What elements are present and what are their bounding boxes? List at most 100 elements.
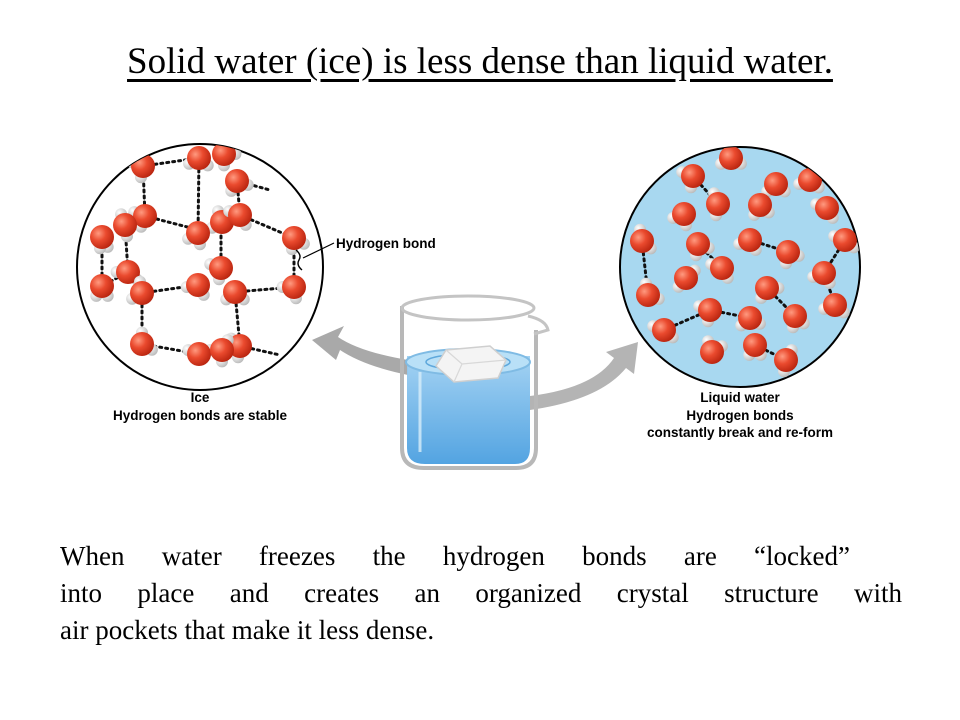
oxygen-atom: [748, 193, 772, 217]
oxygen-atom: [812, 261, 836, 285]
oxygen-atom: [719, 147, 743, 170]
oxygen-atom: [113, 213, 137, 237]
water-molecule: [113, 208, 137, 243]
oxygen-atom: [681, 164, 705, 188]
oxygen-atom: [636, 283, 660, 307]
water-molecule: [220, 280, 250, 306]
water-molecule: [807, 261, 836, 289]
water-molecule: [733, 228, 762, 256]
oxygen-atom: [833, 228, 857, 252]
ice-circle: [76, 143, 324, 391]
water-molecule: [636, 277, 665, 307]
oxygen-atom: [209, 256, 233, 280]
water-molecule: [686, 232, 715, 262]
water-molecule: [630, 223, 657, 255]
water-molecule: [182, 221, 210, 251]
oxygen-atom: [90, 225, 114, 249]
oxygen-atom: [210, 338, 234, 362]
water-molecule: [282, 226, 310, 256]
oxygen-atom: [186, 273, 210, 297]
water-molecule: [130, 326, 158, 356]
arrow-to-liquid: [530, 342, 638, 410]
oxygen-atom: [630, 229, 654, 253]
water-molecule: [676, 164, 705, 194]
oxygen-atom: [706, 192, 730, 216]
water-molecule: [183, 146, 214, 172]
oxygen-atom: [743, 333, 767, 357]
oxygen-atom: [674, 266, 698, 290]
water-molecule: [774, 344, 798, 378]
oxygen-atom: [116, 260, 140, 284]
water-molecule: [276, 275, 306, 305]
water-molecule: [705, 256, 734, 284]
beaker: [400, 294, 550, 470]
oxygen-atom: [698, 298, 722, 322]
oxygen-atom: [672, 202, 696, 226]
hydrogen-bond: [196, 156, 201, 235]
water-molecule: [126, 275, 154, 305]
oxygen-atom: [815, 196, 839, 220]
liquid-molecules: [630, 147, 860, 378]
water-molecule: [735, 306, 766, 332]
oxygen-atom: [783, 304, 807, 328]
oxygen-atom: [652, 318, 676, 342]
water-molecule: [204, 256, 233, 286]
oxygen-atom: [710, 256, 734, 280]
water-molecule: [210, 334, 234, 368]
water-molecule: [128, 204, 157, 233]
oxygen-atom: [212, 144, 236, 166]
oxygen-atom: [700, 340, 724, 364]
hydrogen-bond-pointer: [295, 242, 335, 271]
oxygen-atom: [774, 348, 798, 372]
oxygen-atom: [282, 275, 306, 299]
water-molecule: [672, 264, 701, 293]
caption-text: When water freezes the hydrogen bonds ar…: [60, 538, 910, 649]
oxygen-atom: [130, 281, 154, 305]
water-molecule: [180, 273, 210, 301]
liquid-sublabel-line1: Hydrogen bonds: [686, 408, 794, 423]
water-molecule: [818, 293, 850, 319]
oxygen-atom: [282, 226, 306, 250]
water-molecule: [700, 335, 728, 364]
water-molecule: [693, 298, 722, 328]
oxygen-atom: [225, 169, 249, 193]
liquid-water-circle: [619, 146, 861, 388]
oxygen-atom: [223, 280, 247, 304]
water-molecule: [783, 304, 810, 334]
oxygen-atom: [823, 293, 847, 317]
oxygen-atom: [90, 274, 114, 298]
liquid-sublabel-line2: constantly break and re-form: [646, 425, 834, 440]
water-molecule: [225, 169, 254, 197]
oxygen-atom: [755, 276, 779, 300]
oxygen-atom: [228, 203, 252, 227]
water-molecule: [776, 240, 805, 270]
arrow-to-ice: [312, 326, 408, 375]
water-molecule: [706, 187, 730, 222]
oxygen-atom: [776, 240, 800, 264]
page-title: Solid water (ice) is less dense than liq…: [127, 41, 833, 82]
oxygen-atom: [686, 232, 710, 256]
liquid-label: Liquid water: [700, 390, 780, 405]
hydrogen-bond-label: Hydrogen bond: [336, 236, 436, 251]
oxygen-atom: [738, 306, 762, 330]
oxygen-atom: [187, 342, 211, 366]
oxygen-atom: [186, 221, 210, 245]
oxygen-atom: [130, 332, 154, 356]
water-molecule: [223, 203, 252, 231]
water-molecule: [90, 274, 114, 302]
oxygen-atom: [228, 334, 252, 358]
water-molecule: [810, 196, 839, 224]
water-molecule: [212, 144, 242, 172]
oxygen-atom: [187, 146, 211, 170]
water-molecule: [748, 193, 775, 221]
water-molecule: [667, 202, 696, 232]
water-molecule: [743, 333, 767, 361]
ice-sublabel: Hydrogen bonds are stable: [112, 408, 288, 423]
oxygen-atom: [133, 204, 157, 228]
caption-line-2: into place and creates an organized crys…: [60, 578, 902, 608]
water-molecule: [90, 225, 114, 255]
ice-label: Ice: [190, 390, 210, 405]
oxygen-atom: [798, 168, 822, 192]
caption-line-3: air pockets that make it less dense.: [60, 615, 435, 645]
